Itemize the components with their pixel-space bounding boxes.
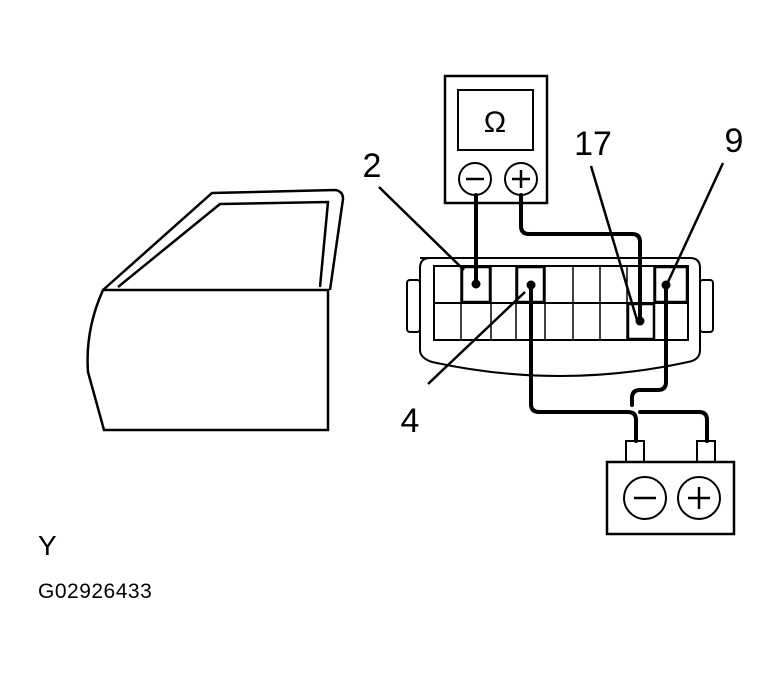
wire-ohm-positive-to-pin-17 [519, 193, 642, 323]
pin-label-17: 17 [574, 125, 612, 163]
leader-pin-4 [427, 291, 526, 385]
pin-label-4: 4 [401, 402, 420, 440]
leader-lines [378, 162, 725, 385]
view-label: Y [38, 530, 57, 561]
wires [474, 193, 709, 443]
ohmmeter: Ω [443, 74, 549, 205]
figure-id: G02926433 [38, 580, 153, 603]
leader-pin-17 [589, 165, 639, 321]
wire-pin-9-to-battery-positive [630, 283, 668, 407]
battery [605, 440, 736, 536]
wire-pin-4-to-battery-negative [529, 283, 638, 443]
ohm-symbol: Ω [484, 106, 506, 139]
door-illustration [86, 188, 345, 432]
pin-label-9: 9 [725, 122, 744, 160]
leader-pin-2 [378, 186, 465, 271]
pin-label-2: 2 [363, 147, 382, 185]
leader-pin-9 [666, 162, 725, 283]
terminal-9 [653, 265, 689, 304]
connector [406, 257, 714, 377]
